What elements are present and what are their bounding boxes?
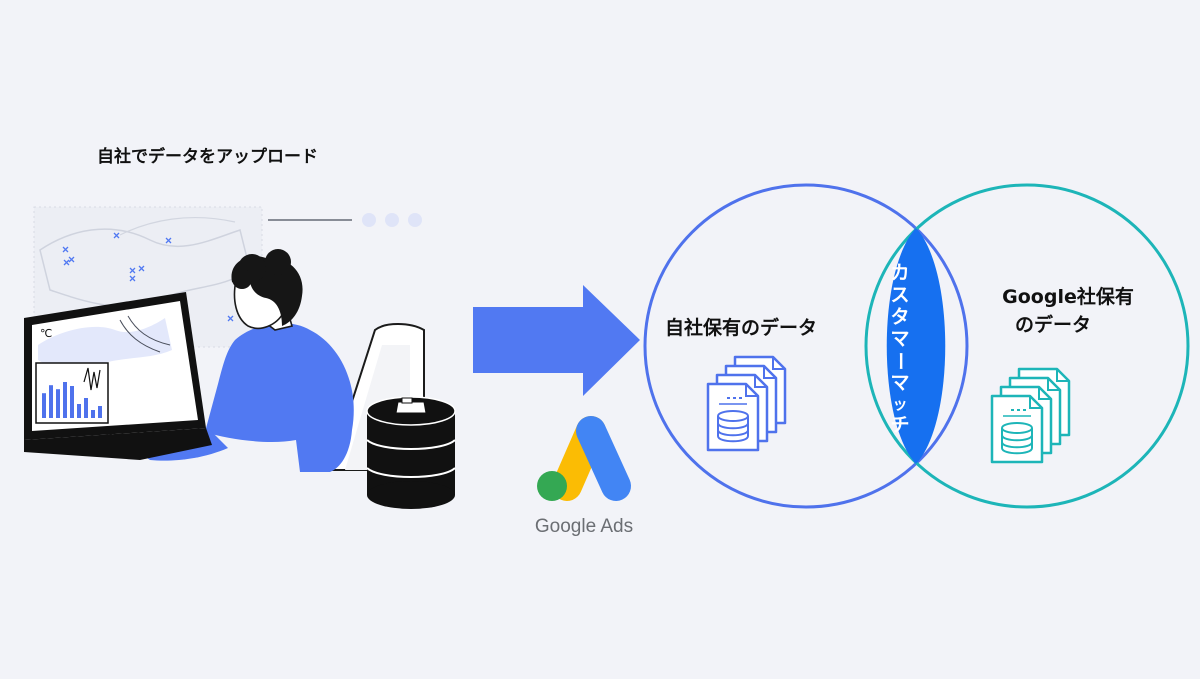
document-fold bbox=[1047, 378, 1060, 391]
database-ring bbox=[1001, 434, 1033, 442]
database-ring bbox=[717, 429, 749, 437]
screen-bar bbox=[42, 393, 46, 418]
document-fold bbox=[1056, 369, 1069, 382]
screen-bar bbox=[91, 410, 95, 418]
google-data-documents-icon bbox=[990, 367, 1071, 464]
screen-bar bbox=[56, 389, 60, 418]
venn-right-label-line2: のデータ bbox=[1015, 313, 1091, 336]
document-sheet bbox=[706, 382, 760, 452]
temperature-unit-label: ℃ bbox=[40, 327, 52, 340]
document-fold bbox=[1029, 396, 1042, 409]
screen-bar bbox=[84, 398, 88, 418]
center-char: ス bbox=[890, 284, 909, 306]
venn-left-label: 自社保有のデータ bbox=[665, 316, 817, 339]
google-ads-label: Google Ads bbox=[535, 516, 633, 537]
venn-center-label: カ ス タ マ ー マ ッ チ bbox=[889, 262, 911, 436]
center-char: マ bbox=[890, 372, 909, 394]
document-fold bbox=[754, 375, 767, 388]
database-ring bbox=[717, 422, 749, 430]
document-fold bbox=[1038, 387, 1051, 400]
screen-bar bbox=[98, 406, 102, 418]
map-x-markers bbox=[62, 232, 234, 322]
database-body bbox=[1001, 428, 1033, 455]
venn-diagram bbox=[643, 183, 1190, 509]
document-sheet bbox=[990, 394, 1044, 464]
screen-bar bbox=[70, 386, 74, 418]
document-fold bbox=[745, 384, 758, 397]
screen-bar bbox=[63, 382, 67, 418]
progress-dots bbox=[268, 213, 422, 227]
center-char: ー bbox=[889, 351, 911, 370]
database-body bbox=[717, 416, 749, 443]
center-char: ッ bbox=[892, 395, 907, 413]
database-icon bbox=[366, 396, 456, 509]
venn-right-label-line1: Google社保有 bbox=[1002, 285, 1134, 308]
google-ads-logo-icon bbox=[537, 416, 631, 501]
screen-bar-chart bbox=[42, 382, 102, 418]
document-fold bbox=[772, 357, 785, 370]
document-fold bbox=[763, 366, 776, 379]
screen-bar bbox=[77, 404, 81, 418]
upload-caption: 自社でデータをアップロード bbox=[97, 146, 318, 167]
laptop: ℃ bbox=[24, 292, 212, 460]
flow-arrow-icon bbox=[473, 285, 640, 396]
center-char: チ bbox=[890, 414, 909, 436]
center-char: カ bbox=[890, 262, 909, 284]
center-char: マ bbox=[890, 328, 909, 350]
screen-bar bbox=[49, 385, 53, 418]
venn-left-circle bbox=[643, 183, 969, 509]
database-ring bbox=[1001, 441, 1033, 449]
center-char: タ bbox=[890, 306, 909, 328]
company-data-documents-icon bbox=[706, 355, 787, 452]
venn-right-circle bbox=[864, 183, 1190, 509]
venn-overlap bbox=[886, 228, 946, 464]
